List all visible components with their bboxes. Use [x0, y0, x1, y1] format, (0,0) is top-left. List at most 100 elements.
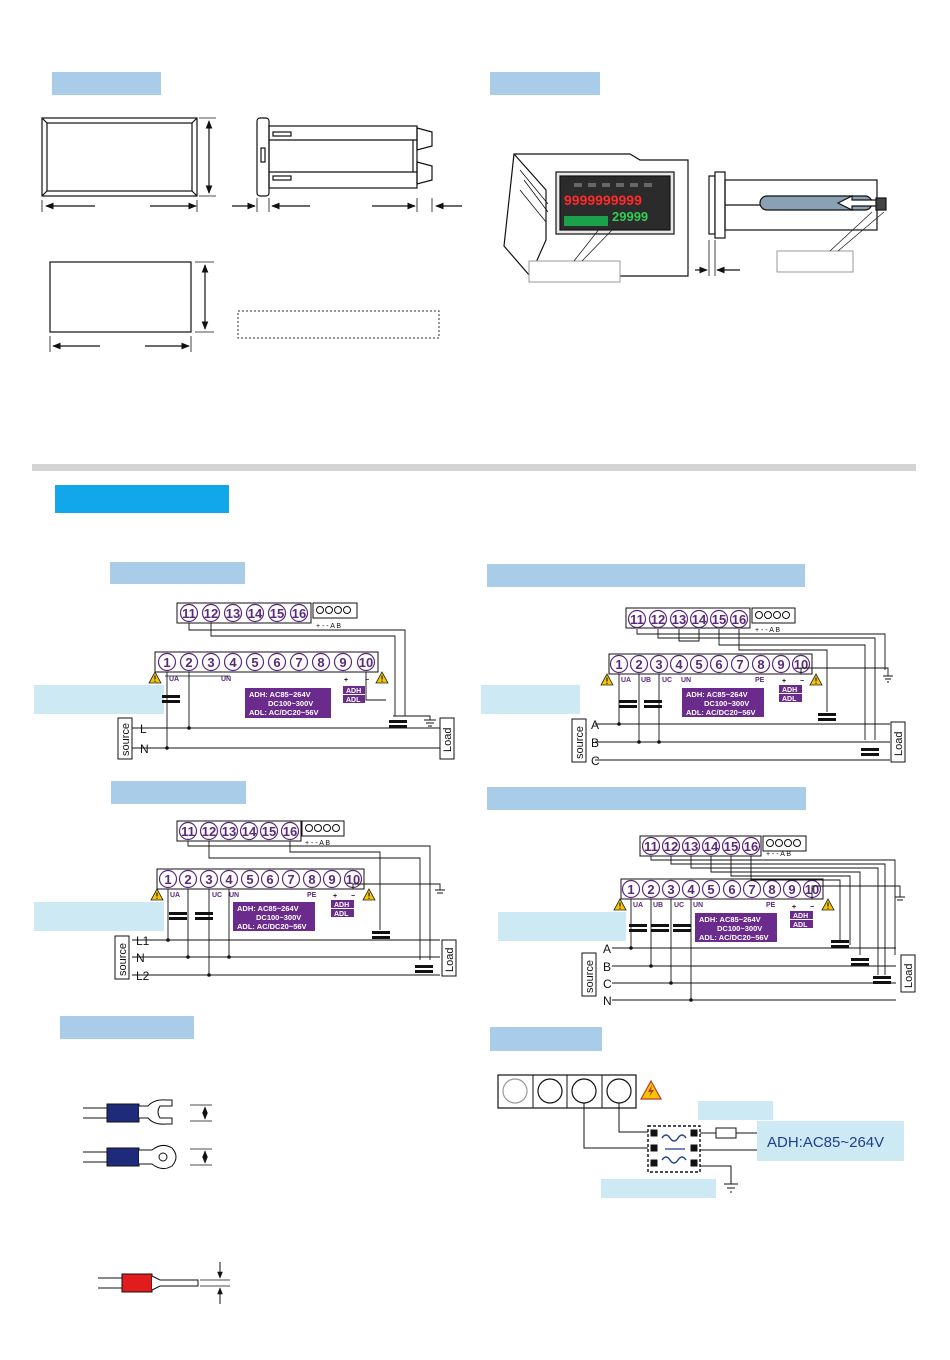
svg-text:8: 8 — [308, 872, 315, 887]
svg-text:UC: UC — [662, 677, 672, 684]
clamp-side-drawing — [695, 171, 887, 276]
wiring-1p3w-header — [111, 781, 246, 804]
svg-text:15: 15 — [712, 612, 726, 627]
terminal-13: 13 — [226, 606, 240, 621]
svg-text:−: − — [810, 904, 814, 911]
svg-text:9: 9 — [788, 882, 795, 897]
svg-text:ADH: ADH — [334, 902, 349, 909]
svg-text:1: 1 — [615, 657, 622, 672]
power-terminal-block — [497, 1074, 637, 1109]
svg-text:7: 7 — [748, 882, 755, 897]
load-label: Load — [442, 728, 454, 752]
svg-text:DC100~300V: DC100~300V — [268, 699, 313, 708]
svg-text:5: 5 — [246, 872, 253, 887]
svg-text:−: − — [800, 678, 804, 685]
wiring-3p3w-header — [487, 564, 805, 587]
svg-text:14: 14 — [692, 612, 707, 627]
svg-text:−: − — [365, 677, 369, 684]
line-l: L — [140, 722, 147, 736]
svg-text:source: source — [117, 943, 129, 976]
svg-text:12: 12 — [664, 839, 678, 854]
svg-text:16: 16 — [744, 839, 758, 854]
terminal-10: 10 — [359, 655, 373, 670]
svg-text:PE: PE — [766, 902, 776, 909]
svg-text:C: C — [591, 754, 600, 768]
svg-text:8: 8 — [768, 882, 775, 897]
cutout-drawing — [49, 261, 214, 352]
svg-text:3: 3 — [667, 882, 674, 897]
dimensions-header — [52, 72, 161, 95]
svg-text:ADH: ADH — [782, 687, 797, 694]
svg-text:ADL: AC/DC20~56V: ADL: AC/DC20~56V — [237, 922, 307, 931]
wiring-3p4w-label — [498, 912, 626, 941]
svg-text:C: C — [603, 977, 612, 991]
front-view-drawing — [41, 117, 216, 212]
svg-text:2: 2 — [635, 657, 642, 672]
terminal-9: 9 — [339, 655, 346, 670]
svg-text:16: 16 — [732, 612, 746, 627]
warning-icon — [375, 671, 389, 684]
svg-text:UN: UN — [693, 902, 703, 909]
wiring-main-header — [55, 485, 229, 513]
high-voltage-warning-icon — [639, 1079, 663, 1100]
svg-text:16: 16 — [283, 824, 297, 839]
svg-text:Load: Load — [444, 948, 456, 972]
terminal-12: 12 — [204, 606, 218, 621]
svg-text:14: 14 — [704, 839, 719, 854]
svg-text:DC100~300V: DC100~300V — [704, 699, 749, 708]
terminal-7: 7 — [295, 655, 302, 670]
panel-mount-drawing: 9999999999 29999 — [503, 153, 689, 277]
green-digit-display: 29999 — [612, 209, 648, 224]
svg-text:9: 9 — [777, 657, 784, 672]
clamp-label-box — [776, 250, 854, 273]
svg-text:1: 1 — [627, 882, 634, 897]
svg-text:11: 11 — [644, 839, 658, 854]
svg-text:ADH: AC85~264V: ADH: AC85~264V — [237, 904, 299, 913]
svg-text:8: 8 — [757, 657, 764, 672]
svg-text:10: 10 — [346, 872, 360, 887]
warning-icon — [150, 888, 164, 901]
svg-text:4: 4 — [675, 657, 683, 672]
svg-text:7: 7 — [736, 657, 743, 672]
svg-text:ADH: AC85~264V: ADH: AC85~264V — [249, 690, 311, 699]
svg-text:ADH: AC85~264V: ADH: AC85~264V — [686, 690, 748, 699]
svg-text:UN: UN — [229, 892, 239, 899]
svg-text:6: 6 — [728, 882, 735, 897]
terminal-14: 14 — [248, 606, 263, 621]
warning-icon — [148, 671, 162, 684]
section-divider — [32, 464, 916, 471]
svg-text:L1: L1 — [136, 934, 150, 948]
power-supply-header — [490, 1027, 602, 1051]
svg-text:ADL: ADL — [346, 697, 361, 704]
wire-terminals-header — [60, 1016, 194, 1039]
svg-text:6: 6 — [266, 872, 273, 887]
terminal-6: 6 — [273, 655, 280, 670]
wiring-3p4w-header — [487, 787, 806, 810]
terminal-1: 1 — [163, 655, 170, 670]
svg-text:N: N — [603, 994, 612, 1008]
svg-text:5: 5 — [695, 657, 702, 672]
svg-text:+ - - A B: + - - A B — [766, 851, 791, 858]
svg-text:+: + — [782, 678, 786, 685]
note-box — [237, 310, 440, 339]
svg-text:13: 13 — [222, 824, 236, 839]
svg-text:−: − — [351, 893, 355, 900]
power-supply-spec: ADH:AC85~264V — [767, 1134, 884, 1151]
svg-text:6: 6 — [715, 657, 722, 672]
svg-text:UA: UA — [633, 902, 643, 909]
warning-icon — [821, 898, 835, 911]
svg-text:DC100~300V: DC100~300V — [256, 913, 301, 922]
svg-text:15: 15 — [262, 824, 276, 839]
fuse-label — [698, 1101, 773, 1120]
display-indicators — [574, 183, 652, 187]
svg-text:ADL: ADL — [334, 911, 349, 918]
svg-text:12: 12 — [651, 612, 665, 627]
ground-icon — [424, 675, 905, 1193]
warning-icon — [362, 888, 376, 901]
svg-text:source: source — [584, 960, 596, 993]
bottom-terminals: 1 2 3 4 5 6 7 8 9 10 — [157, 652, 376, 672]
input-un: UN — [221, 676, 231, 683]
